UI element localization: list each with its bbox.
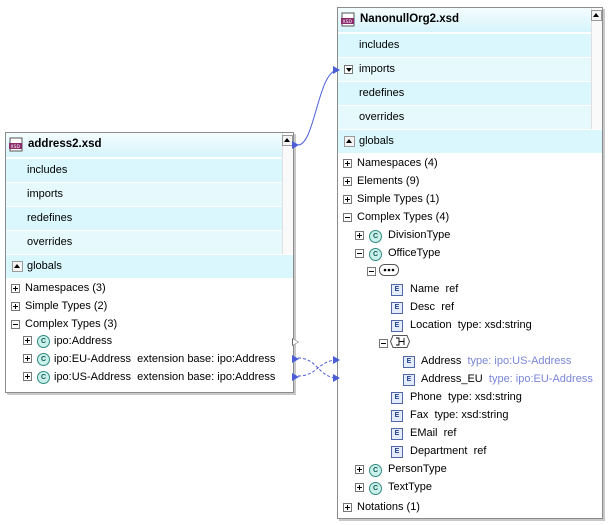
element-icon: E <box>391 392 403 404</box>
section-redefines[interactable]: redefines <box>338 81 591 105</box>
xsd-file-icon: XSD <box>341 12 355 27</box>
element-icon: E <box>403 356 415 368</box>
section-redefines[interactable]: redefines <box>6 206 282 230</box>
globals-toggle[interactable] <box>344 136 355 147</box>
tree-element-name[interactable]: Name ref <box>410 283 459 295</box>
sequence-compositor-icon <box>379 264 399 276</box>
tree-namespaces[interactable]: Namespaces (3) <box>25 282 106 294</box>
expand-namespaces[interactable] <box>343 159 352 168</box>
svg-text:XSD: XSD <box>343 19 353 25</box>
section-imports[interactable]: imports <box>338 57 591 81</box>
tree-complex-types[interactable]: Complex Types (4) <box>357 211 450 223</box>
complex-type-icon: C <box>37 371 50 384</box>
scroll-up-button[interactable] <box>282 135 293 146</box>
choice-compositor-icon <box>390 335 410 348</box>
scrollbar[interactable] <box>591 8 602 139</box>
schema-box-nanonullorg2[interactable]: XSD NanonullOrg2.xsd includes imports re… <box>337 7 603 519</box>
tree-complex-types[interactable]: Complex Types (3) <box>25 318 118 330</box>
tree-division-type[interactable]: DivisionType <box>388 229 451 241</box>
collapse-complex-types[interactable] <box>11 320 20 329</box>
port-imports-out[interactable] <box>292 141 299 149</box>
complex-type-icon: C <box>369 464 382 477</box>
section-overrides[interactable]: overrides <box>338 105 591 129</box>
tree-element-email[interactable]: EMail ref <box>410 427 457 439</box>
tree-text-type[interactable]: TextType <box>388 481 433 493</box>
tree-element-location[interactable]: Location type: xsd:string <box>410 319 532 331</box>
tree-notations[interactable]: Notations (1) <box>357 501 420 513</box>
element-icon: E <box>391 428 403 440</box>
element-icon: E <box>391 446 403 458</box>
tree-element-desc[interactable]: Desc ref <box>410 301 455 313</box>
section-globals[interactable]: globals <box>338 129 602 153</box>
port-choice-in-a[interactable] <box>333 356 340 364</box>
collapse-choice[interactable] <box>379 339 388 348</box>
expand-simple-types[interactable] <box>11 302 20 311</box>
element-icon: E <box>391 284 403 296</box>
element-icon: E <box>391 320 403 332</box>
complex-type-icon: C <box>37 353 50 366</box>
globals-toggle[interactable] <box>12 261 23 272</box>
complex-type-icon: C <box>37 335 50 348</box>
expand-division-type[interactable] <box>355 231 364 240</box>
svg-text:XSD: XSD <box>11 144 21 150</box>
port-ipo-us-address[interactable] <box>292 373 299 381</box>
complex-type-icon: C <box>369 230 382 243</box>
expand-person-type[interactable] <box>355 465 364 474</box>
expand-simple-types[interactable] <box>343 195 352 204</box>
schema-box-address2[interactable]: XSD address2.xsd includes imports redefi… <box>5 132 299 393</box>
tree-item-ipo-address[interactable]: ipo:Address <box>54 335 113 347</box>
tree-simple-types[interactable]: Simple Types (1) <box>357 193 440 205</box>
box-header[interactable]: XSD address2.xsd <box>6 133 293 157</box>
eu-address-connector <box>297 357 339 379</box>
section-overrides[interactable]: overrides <box>6 230 282 254</box>
collapse-sequence[interactable] <box>367 267 376 276</box>
port-choice-in-b[interactable] <box>333 374 340 382</box>
complex-type-icon: C <box>369 482 382 495</box>
tree-element-fax[interactable]: Fax type: xsd:string <box>410 409 509 421</box>
tree-simple-types[interactable]: Simple Types (2) <box>25 300 108 312</box>
port-ipo-eu-address[interactable] <box>292 355 299 363</box>
collapse-complex-types[interactable] <box>343 213 352 222</box>
tree-element-department[interactable]: Department ref <box>410 445 487 457</box>
expand-notations[interactable] <box>343 503 352 512</box>
element-icon: E <box>391 302 403 314</box>
expand-ipo-us-address[interactable] <box>23 372 32 381</box>
us-address-connector <box>297 359 339 377</box>
tree-element-phone[interactable]: Phone type: xsd:string <box>410 391 522 403</box>
chevron-down-icon[interactable] <box>344 65 353 74</box>
section-globals[interactable]: globals <box>6 254 293 278</box>
section-includes[interactable]: includes <box>338 33 591 57</box>
element-icon: E <box>391 410 403 422</box>
port-imports-in[interactable] <box>333 66 340 74</box>
tree-person-type[interactable]: PersonType <box>388 463 447 475</box>
expand-ipo-address[interactable] <box>23 336 32 345</box>
tree-item-ipo-eu-address[interactable]: ipo:EU-Address extension base: ipo:Addre… <box>54 353 276 365</box>
xsd-file-icon: XSD <box>9 137 23 152</box>
collapse-office-type[interactable] <box>355 249 364 258</box>
port-ipo-address[interactable] <box>292 338 299 346</box>
tree-elements[interactable]: Elements (9) <box>357 175 420 187</box>
expand-text-type[interactable] <box>355 483 364 492</box>
expand-namespaces[interactable] <box>11 284 20 293</box>
tree-office-type[interactable]: OfficeType <box>388 247 441 259</box>
scrollbar[interactable] <box>282 133 293 264</box>
box-title: NanonullOrg2.xsd <box>360 13 460 25</box>
complex-type-icon: C <box>369 248 382 261</box>
box-header[interactable]: XSD NanonullOrg2.xsd <box>338 8 602 32</box>
box-title: address2.xsd <box>28 138 102 150</box>
tree-element-address-eu[interactable]: Address_EU type: ipo:EU-Address <box>421 373 593 385</box>
tree-namespaces[interactable]: Namespaces (4) <box>357 157 438 169</box>
imports-connector <box>297 69 339 146</box>
expand-ipo-eu-address[interactable] <box>23 354 32 363</box>
element-icon: E <box>403 374 415 386</box>
tree-item-ipo-us-address[interactable]: ipo:US-Address extension base: ipo:Addre… <box>54 371 276 383</box>
section-imports[interactable]: imports <box>6 182 282 206</box>
expand-elements[interactable] <box>343 177 352 186</box>
scroll-up-button[interactable] <box>591 10 602 21</box>
section-includes[interactable]: includes <box>6 158 282 182</box>
tree-element-address[interactable]: Address type: ipo:US-Address <box>421 355 572 367</box>
